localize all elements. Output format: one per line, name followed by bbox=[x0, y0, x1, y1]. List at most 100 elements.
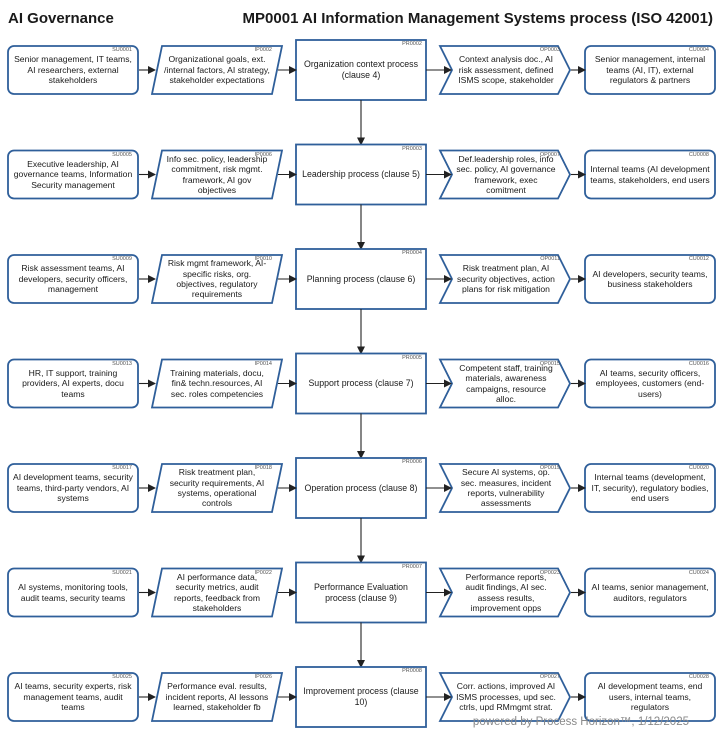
customer-box-text: AI teams, security officers, employees, … bbox=[595, 367, 705, 399]
input-box-text: Info sec. policy, leadership commitment,… bbox=[166, 153, 268, 195]
input-box-code: IP0026 bbox=[254, 674, 272, 680]
customer-box-code: CU0004 bbox=[688, 47, 709, 53]
process-box-text: Support process (clause 7) bbox=[308, 378, 414, 389]
process-box-text: Performance Evaluation process (clause 9… bbox=[314, 581, 408, 603]
process-box-text: Operation process (clause 8) bbox=[304, 482, 418, 493]
process-box-code: PR0002 bbox=[402, 41, 422, 47]
process-box-code: PR0008 bbox=[402, 668, 422, 674]
customer-box-code: CU0024 bbox=[688, 569, 709, 576]
output-shape bbox=[438, 463, 572, 513]
supplier-shape bbox=[7, 254, 139, 304]
supplier-shape bbox=[7, 358, 139, 409]
supplier-shape bbox=[7, 463, 139, 513]
process-box-code: PR0007 bbox=[402, 563, 422, 570]
output-box-text: Def.leadership roles, info sec. policy, … bbox=[456, 153, 556, 195]
input-shape bbox=[150, 149, 284, 200]
output-box-code: OP0007 bbox=[539, 151, 560, 158]
supplier-box-text: Risk assessment teams, AI developers, se… bbox=[18, 263, 128, 295]
input-box-text: Performance eval. results, incident repo… bbox=[165, 681, 269, 713]
supplier-box-text: HR, IT support, training providers, AI e… bbox=[22, 367, 124, 399]
output-box-text: Secure AI systems, op. sec. measures, in… bbox=[460, 467, 552, 509]
process-box-code: PR0003 bbox=[402, 145, 422, 152]
supplier-box-text: Senior management, IT teams, AI research… bbox=[14, 54, 132, 86]
input-box-code: IP0010 bbox=[254, 256, 272, 262]
output-box-text: Performance reports, audit findings, AI … bbox=[465, 571, 547, 613]
supplier-shape bbox=[7, 149, 139, 200]
customer-box-code: CU0028 bbox=[688, 674, 709, 680]
customer-box-text: Internal teams (AI development teams, st… bbox=[590, 164, 710, 185]
diagram-group-title: AI Governance bbox=[8, 10, 114, 27]
input-box-text: Training materials, docu, fin& techn.res… bbox=[170, 367, 264, 399]
output-box-code: OP0027 bbox=[539, 674, 560, 680]
input-box-code: IP0002 bbox=[254, 47, 272, 53]
input-shape bbox=[150, 463, 284, 513]
customer-box-code: CU0012 bbox=[688, 256, 709, 262]
supplier-box-text: Executive leadership, AI governance team… bbox=[13, 158, 133, 190]
output-shape bbox=[438, 358, 572, 409]
diagram-title: MP0001 AI Information Management Systems… bbox=[242, 10, 713, 27]
input-box-text: Risk treatment plan, security requiremen… bbox=[169, 467, 265, 509]
input-shape bbox=[150, 567, 284, 618]
input-box-code: IP0018 bbox=[254, 465, 272, 471]
supplier-box-code: SU0009 bbox=[112, 256, 132, 262]
output-box-code: OP0003 bbox=[539, 47, 560, 53]
output-box-text: Competent staff, training materials, awa… bbox=[459, 362, 553, 404]
output-box-code: OP0015 bbox=[539, 360, 560, 367]
supplier-box-code: SU0017 bbox=[112, 465, 132, 471]
input-box-code: IP0014 bbox=[254, 360, 272, 367]
supplier-shape bbox=[7, 567, 139, 618]
supplier-box-text: AI systems, monitoring tools, audit team… bbox=[18, 582, 128, 603]
input-shape bbox=[150, 254, 284, 304]
process-box-code: PR0005 bbox=[402, 354, 422, 361]
footer-credit: powered by Process Horizon™, 1/12/2025 bbox=[472, 716, 689, 728]
supplier-box-code: SU0025 bbox=[112, 674, 132, 680]
input-shape bbox=[150, 45, 284, 95]
output-shape bbox=[438, 672, 572, 722]
supplier-box-code: SU0013 bbox=[112, 360, 132, 367]
process-shape bbox=[295, 143, 427, 206]
input-box-code: IP0006 bbox=[254, 151, 272, 158]
process-shape bbox=[295, 561, 427, 624]
input-box-text: Organizational goals, ext. /internal fac… bbox=[164, 54, 270, 86]
output-shape bbox=[438, 149, 572, 200]
customer-box-code: CU0008 bbox=[688, 151, 709, 158]
input-box-code: IP0022 bbox=[254, 569, 272, 576]
output-shape bbox=[438, 567, 572, 618]
